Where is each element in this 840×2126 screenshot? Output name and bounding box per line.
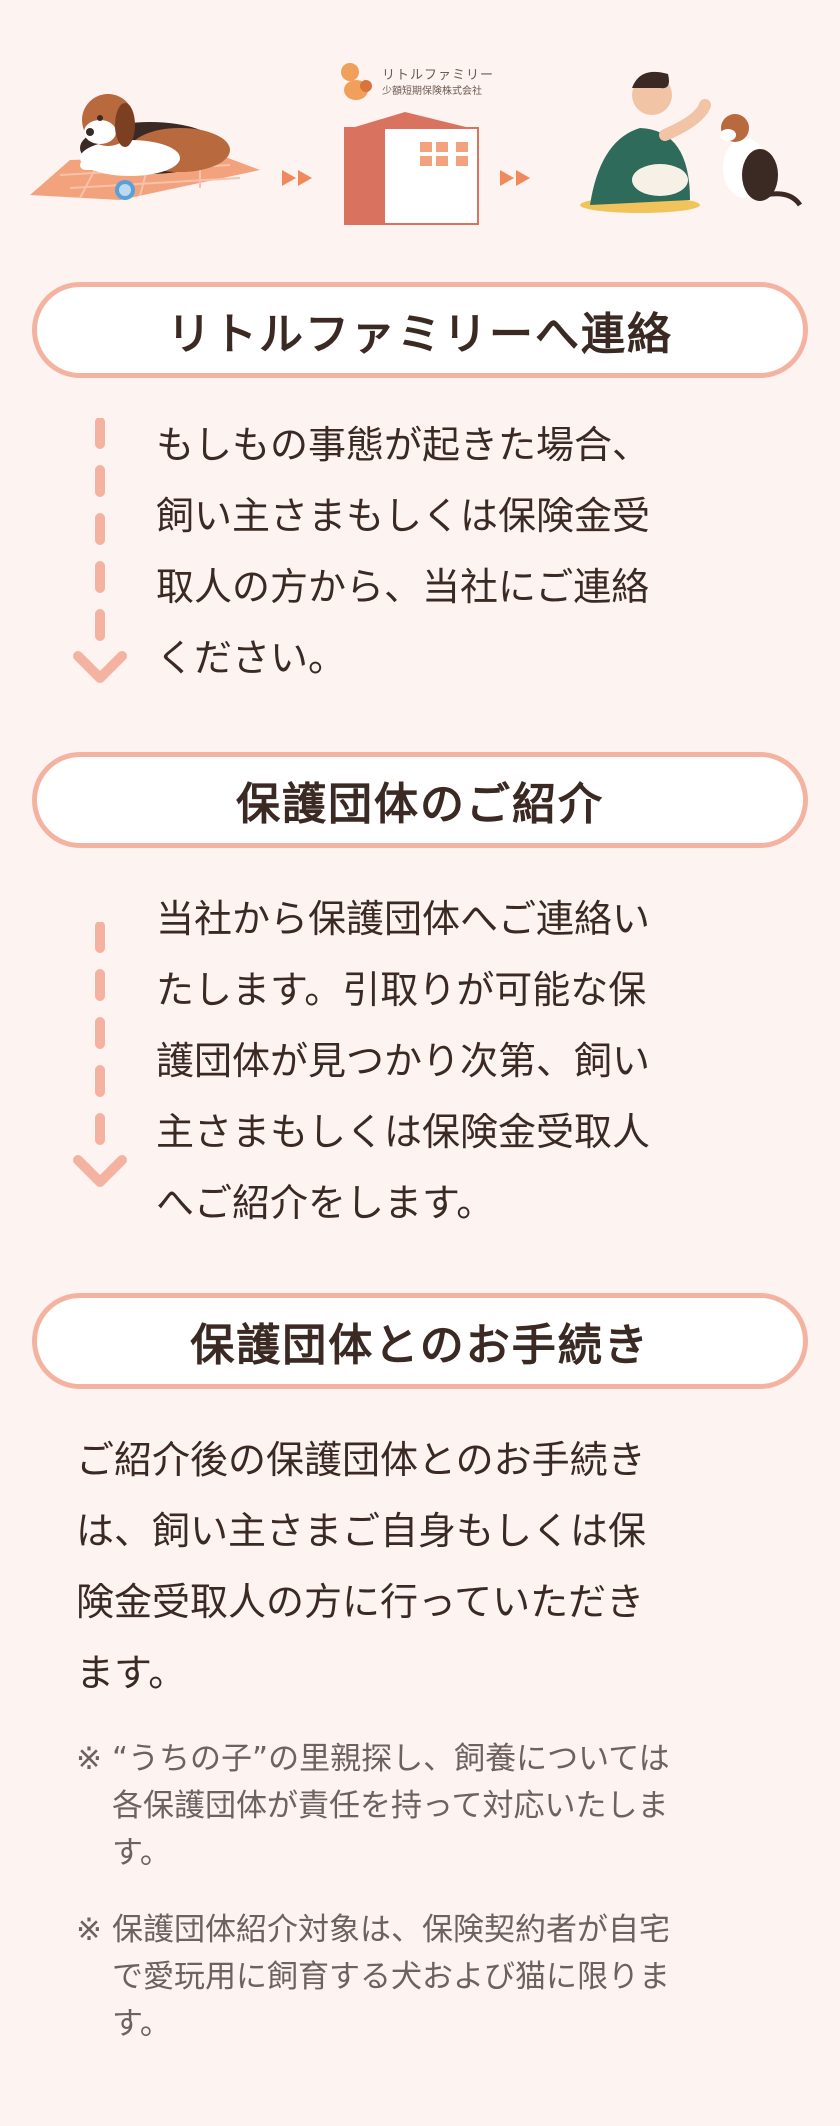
text-line: 護団体が見つかり次第、飼い <box>156 1039 651 1083</box>
logo-mascot-icon <box>341 63 372 100</box>
dashed-down-arrow-icon <box>73 418 127 683</box>
person-with-dog-illustration <box>580 71 803 213</box>
company-logo: リトルファミリー 少額短期保険株式会社 <box>340 60 510 100</box>
note-line: で愛玩用に飼育する犬および猫に限りま <box>112 1959 670 1995</box>
note-mark: ※ <box>76 1912 102 1948</box>
note-line: す。 <box>112 1835 171 1871</box>
note-2: ※ 保護団体紹介対象は、保険契約者が自宅 で愛玩用に飼育する犬および猫に限りま … <box>76 1907 776 2048</box>
logo-name: リトルファミリー <box>382 68 495 83</box>
dashed-down-arrow-icon <box>73 922 127 1187</box>
step-1-description: もしもの事態が起きた場合、 飼い主さまもしくは保険金受 取人の方から、当社にご連… <box>156 410 796 694</box>
step-1-title: リトルファミリーへ連絡 <box>32 282 808 378</box>
resting-dog-illustration <box>30 94 260 200</box>
text-line: 当社から保護団体へご連絡い <box>156 897 651 941</box>
text-line: 険金受取人の方に行っていただき <box>76 1580 645 1624</box>
step-3-title: 保護団体とのお手続き <box>32 1293 808 1389</box>
text-line: は、飼い主さまご自身もしくは保 <box>76 1509 647 1553</box>
hero-illustration: リトルファミリー 少額短期保険株式会社 <box>0 0 840 250</box>
text-line: へご紹介をします。 <box>156 1181 495 1225</box>
text-line: ください。 <box>156 636 347 680</box>
step-2-title: 保護団体のご紹介 <box>32 752 808 848</box>
step-2-description: 当社から保護団体へご連絡い たします。引取りが可能な保 護団体が見つかり次第、飼… <box>156 884 796 1239</box>
text-line: 主さまもしくは保険金受取人 <box>156 1110 651 1154</box>
house-illustration <box>344 112 479 225</box>
text-line: もしもの事態が起きた場合、 <box>156 423 651 467</box>
text-line: たします。引取りが可能な保 <box>156 968 647 1012</box>
arrow-icon-2 <box>500 170 530 186</box>
note-line: 保護団体紹介対象は、保険契約者が自宅 <box>112 1912 670 1948</box>
note-line: す。 <box>112 2006 171 2042</box>
note-mark: ※ <box>76 1741 102 1777</box>
logo-subtitle: 少額短期保険株式会社 <box>382 86 482 97</box>
text-line: ご紹介後の保護団体とのお手続き <box>76 1438 646 1482</box>
text-line: 飼い主さまもしくは保険金受 <box>156 494 651 538</box>
note-line: “うちの子”の里親探し、飼養については <box>112 1741 670 1777</box>
text-line: 取人の方から、当社にご連絡 <box>156 565 650 609</box>
text-line: ます。 <box>76 1651 187 1695</box>
hero-svg <box>30 63 803 225</box>
note-line: 各保護団体が責任を持って対応いたしま <box>112 1788 669 1824</box>
step-3-description: ご紹介後の保護団体とのお手続き は、飼い主さまご自身もしくは保 険金受取人の方に… <box>76 1425 776 1709</box>
arrow-icon-1 <box>282 170 312 186</box>
note-1: ※ “うちの子”の里親探し、飼養については 各保護団体が責任を持って対応いたしま… <box>76 1736 776 1877</box>
